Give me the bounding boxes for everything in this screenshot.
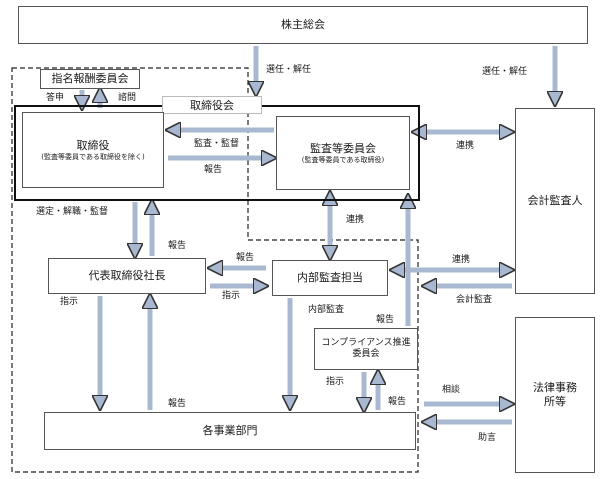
label-report-comp-ac: 報告 (376, 315, 395, 325)
label-report-dir-ac: 報告 (204, 165, 223, 175)
label-select-dismiss-supervise: 選定・解職・監督 (36, 207, 109, 217)
label-report-ia-pres: 報告 (236, 253, 255, 263)
node-nomination-label: 指名報酬委員会 (51, 72, 129, 86)
node-audit-committee-sub: (監査等委員である取締役) (301, 155, 385, 164)
node-departments: 各事業部門 (44, 412, 416, 450)
label-instruct-pres-ia: 指示 (222, 291, 241, 301)
node-compliance: コンプライアンス推進委員会 (314, 328, 418, 370)
node-internal-audit-label: 内部監査担当 (297, 271, 363, 285)
dashed-region-board (11, 67, 419, 473)
label-instruct-pres-dept: 指示 (60, 297, 79, 307)
node-departments-label: 各事業部門 (202, 424, 258, 438)
node-audit-committee-title: 監査等委員会 (310, 141, 376, 155)
label-internal-audit: 内部監査 (308, 305, 345, 315)
label-report-pres-board: 報告 (168, 241, 187, 251)
node-compliance-label: コンプライアンス推進委員会 (321, 337, 411, 359)
label-cooperate-ac-aa: 連携 (456, 141, 475, 151)
node-shareholders: 株主総会 (18, 6, 588, 44)
node-accounting-auditor: 会計監査人 (515, 108, 595, 294)
label-elect-dismiss-left: 選任・解任 (266, 65, 312, 75)
board-title: 取締役会 (162, 96, 262, 114)
label-accounting-audit: 会計監査 (456, 295, 493, 305)
label-report-dept-comp: 報告 (388, 397, 407, 407)
label-consult-nom: 諮問 (118, 93, 137, 103)
label-instruct-comp: 指示 (326, 377, 345, 387)
node-law-firm-label: 法律事務所等 (533, 381, 577, 408)
node-accounting-auditor-label: 会計監査人 (527, 194, 583, 208)
label-consult-law: 相談 (442, 385, 461, 395)
board-label: 取締役会 (190, 99, 234, 112)
node-audit-committee: 監査等委員会 (監査等委員である取締役) (276, 116, 410, 190)
label-audit-supervise: 監査・監督 (194, 139, 240, 149)
label-cooperate-ia-aa: 連携 (452, 255, 471, 265)
node-president-label: 代表取締役社長 (88, 269, 166, 283)
label-report-dept-pres: 報告 (168, 399, 187, 409)
label-advice-law: 助言 (478, 433, 497, 443)
node-shareholders-label: 株主総会 (281, 18, 325, 32)
label-elect-dismiss-right: 選任・解任 (482, 67, 528, 77)
node-nomination-committee: 指名報酬委員会 (40, 69, 140, 89)
node-president: 代表取締役社長 (48, 258, 206, 294)
node-internal-audit: 内部監査担当 (272, 260, 388, 296)
label-cooperate-ac-ia: 連携 (346, 215, 365, 225)
node-directors: 取締役 (監査等委員である取締役を除く) (22, 112, 164, 188)
node-directors-sub: (監査等委員である取締役を除く) (41, 152, 145, 161)
label-report-nom: 答申 (46, 93, 65, 103)
node-law-firm: 法律事務所等 (515, 317, 595, 473)
node-directors-title: 取締役 (76, 138, 110, 152)
